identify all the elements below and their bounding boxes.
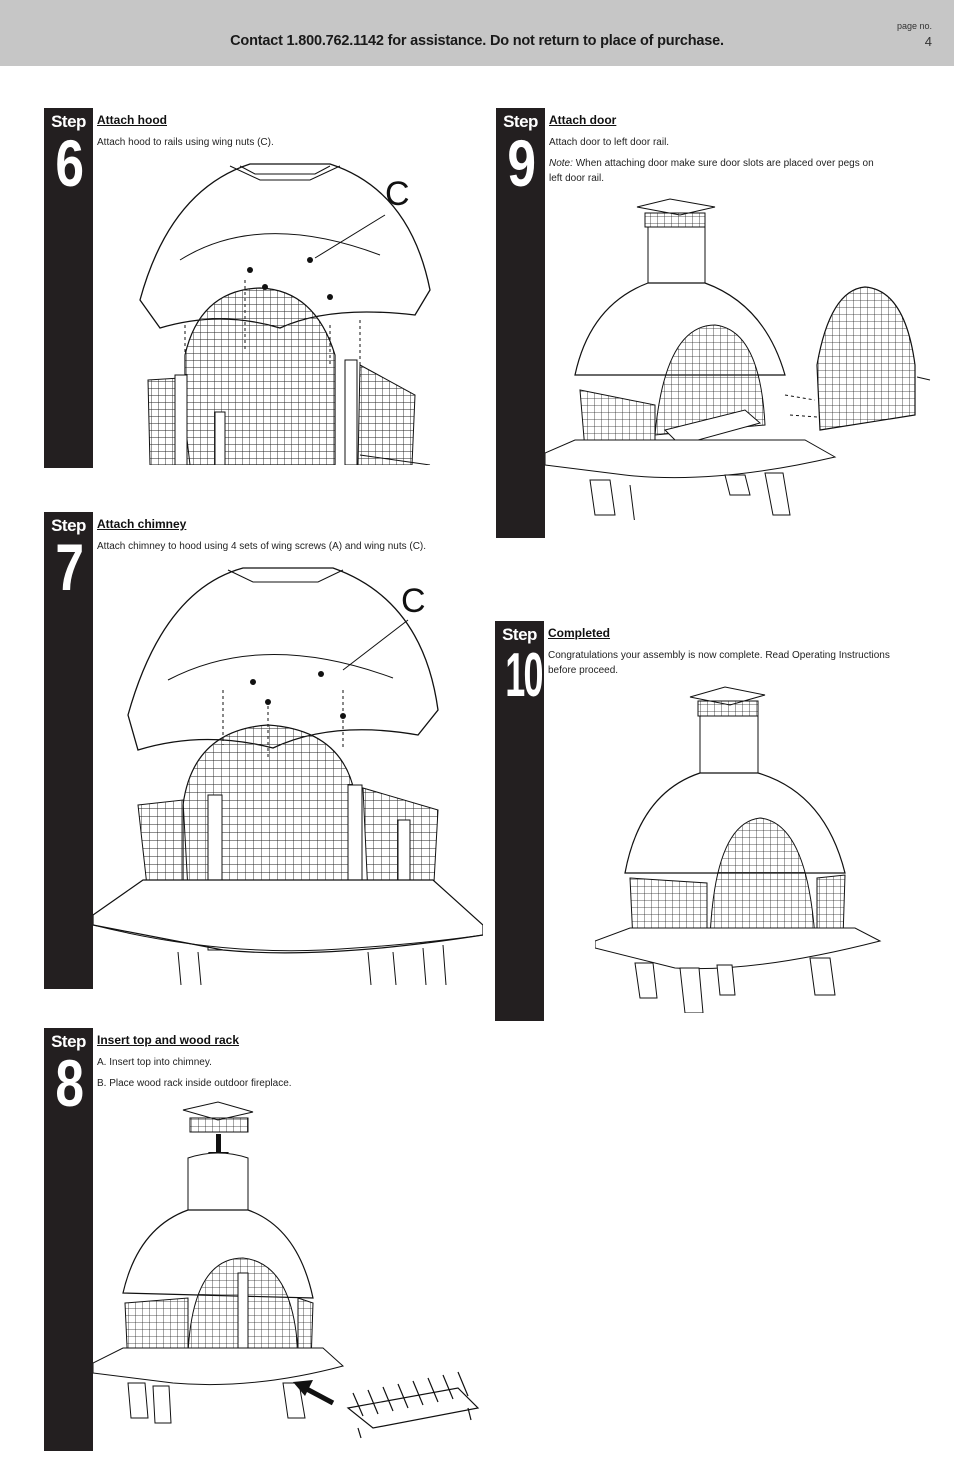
step-label: Step — [51, 1032, 86, 1051]
step-6-title: Attach hood — [97, 113, 167, 127]
step-9-instructions: Attach door to left door rail. — [549, 137, 670, 148]
step-9-title: Attach door — [549, 113, 617, 127]
step-label: Step — [502, 625, 537, 644]
step-6-instructions: Attach hood to rails using wing nuts (C)… — [97, 137, 274, 148]
step-number: 9 — [507, 126, 536, 200]
step-8-line-a: A. Insert top into chimney. — [97, 1057, 212, 1068]
step-7-callout-c: C — [401, 582, 426, 620]
step-10-title: Completed — [548, 626, 611, 640]
step-6-bar: Step 6 — [44, 108, 93, 468]
note-label: Note: — [549, 158, 573, 169]
page-number: 4 — [924, 34, 932, 49]
page-number-label: page no. — [896, 21, 932, 31]
step-9-bar: Step 9 — [496, 108, 545, 538]
step-label: Step — [51, 112, 86, 131]
assistance-contact-text: Contact 1.800.762.1142 for assistance. D… — [230, 33, 724, 49]
step-8-top-and-rack-illustration — [93, 1098, 483, 1443]
step-10-instructions: Congratulations your assembly is now com… — [548, 650, 890, 676]
step-8-bar: Step 8 — [44, 1028, 93, 1451]
step-number: 6 — [55, 126, 84, 200]
step-8-title: Insert top and wood rack — [97, 1033, 240, 1047]
step-10-bar: Step 10 — [495, 621, 544, 1021]
step-7-bar: Step 7 — [44, 512, 93, 989]
step-label: Step — [503, 112, 538, 131]
step-6-hood-illustration: C — [130, 150, 450, 465]
step-number: 7 — [55, 530, 84, 604]
step-label: Step — [51, 516, 86, 535]
step-10-completed-fireplace-illustration — [595, 683, 885, 1013]
step-7-chimney-illustration: C — [93, 560, 483, 985]
step-number: 8 — [55, 1046, 84, 1120]
step-9-note: Note: When attaching door make sure door… — [549, 156, 889, 186]
step-number: 10 — [505, 641, 543, 710]
step-7-instructions: Attach chimney to hood using 4 sets of w… — [97, 541, 427, 552]
step-8-line-b: B. Place wood rack inside outdoor firepl… — [97, 1078, 292, 1089]
step-7-title: Attach chimney — [97, 517, 187, 531]
step-6-callout-c: C — [385, 175, 410, 213]
note-text: When attaching door make sure door slots… — [549, 158, 874, 184]
step-9-door-illustration — [545, 195, 935, 520]
page-header: Contact 1.800.762.1142 for assistance. D… — [0, 0, 954, 66]
